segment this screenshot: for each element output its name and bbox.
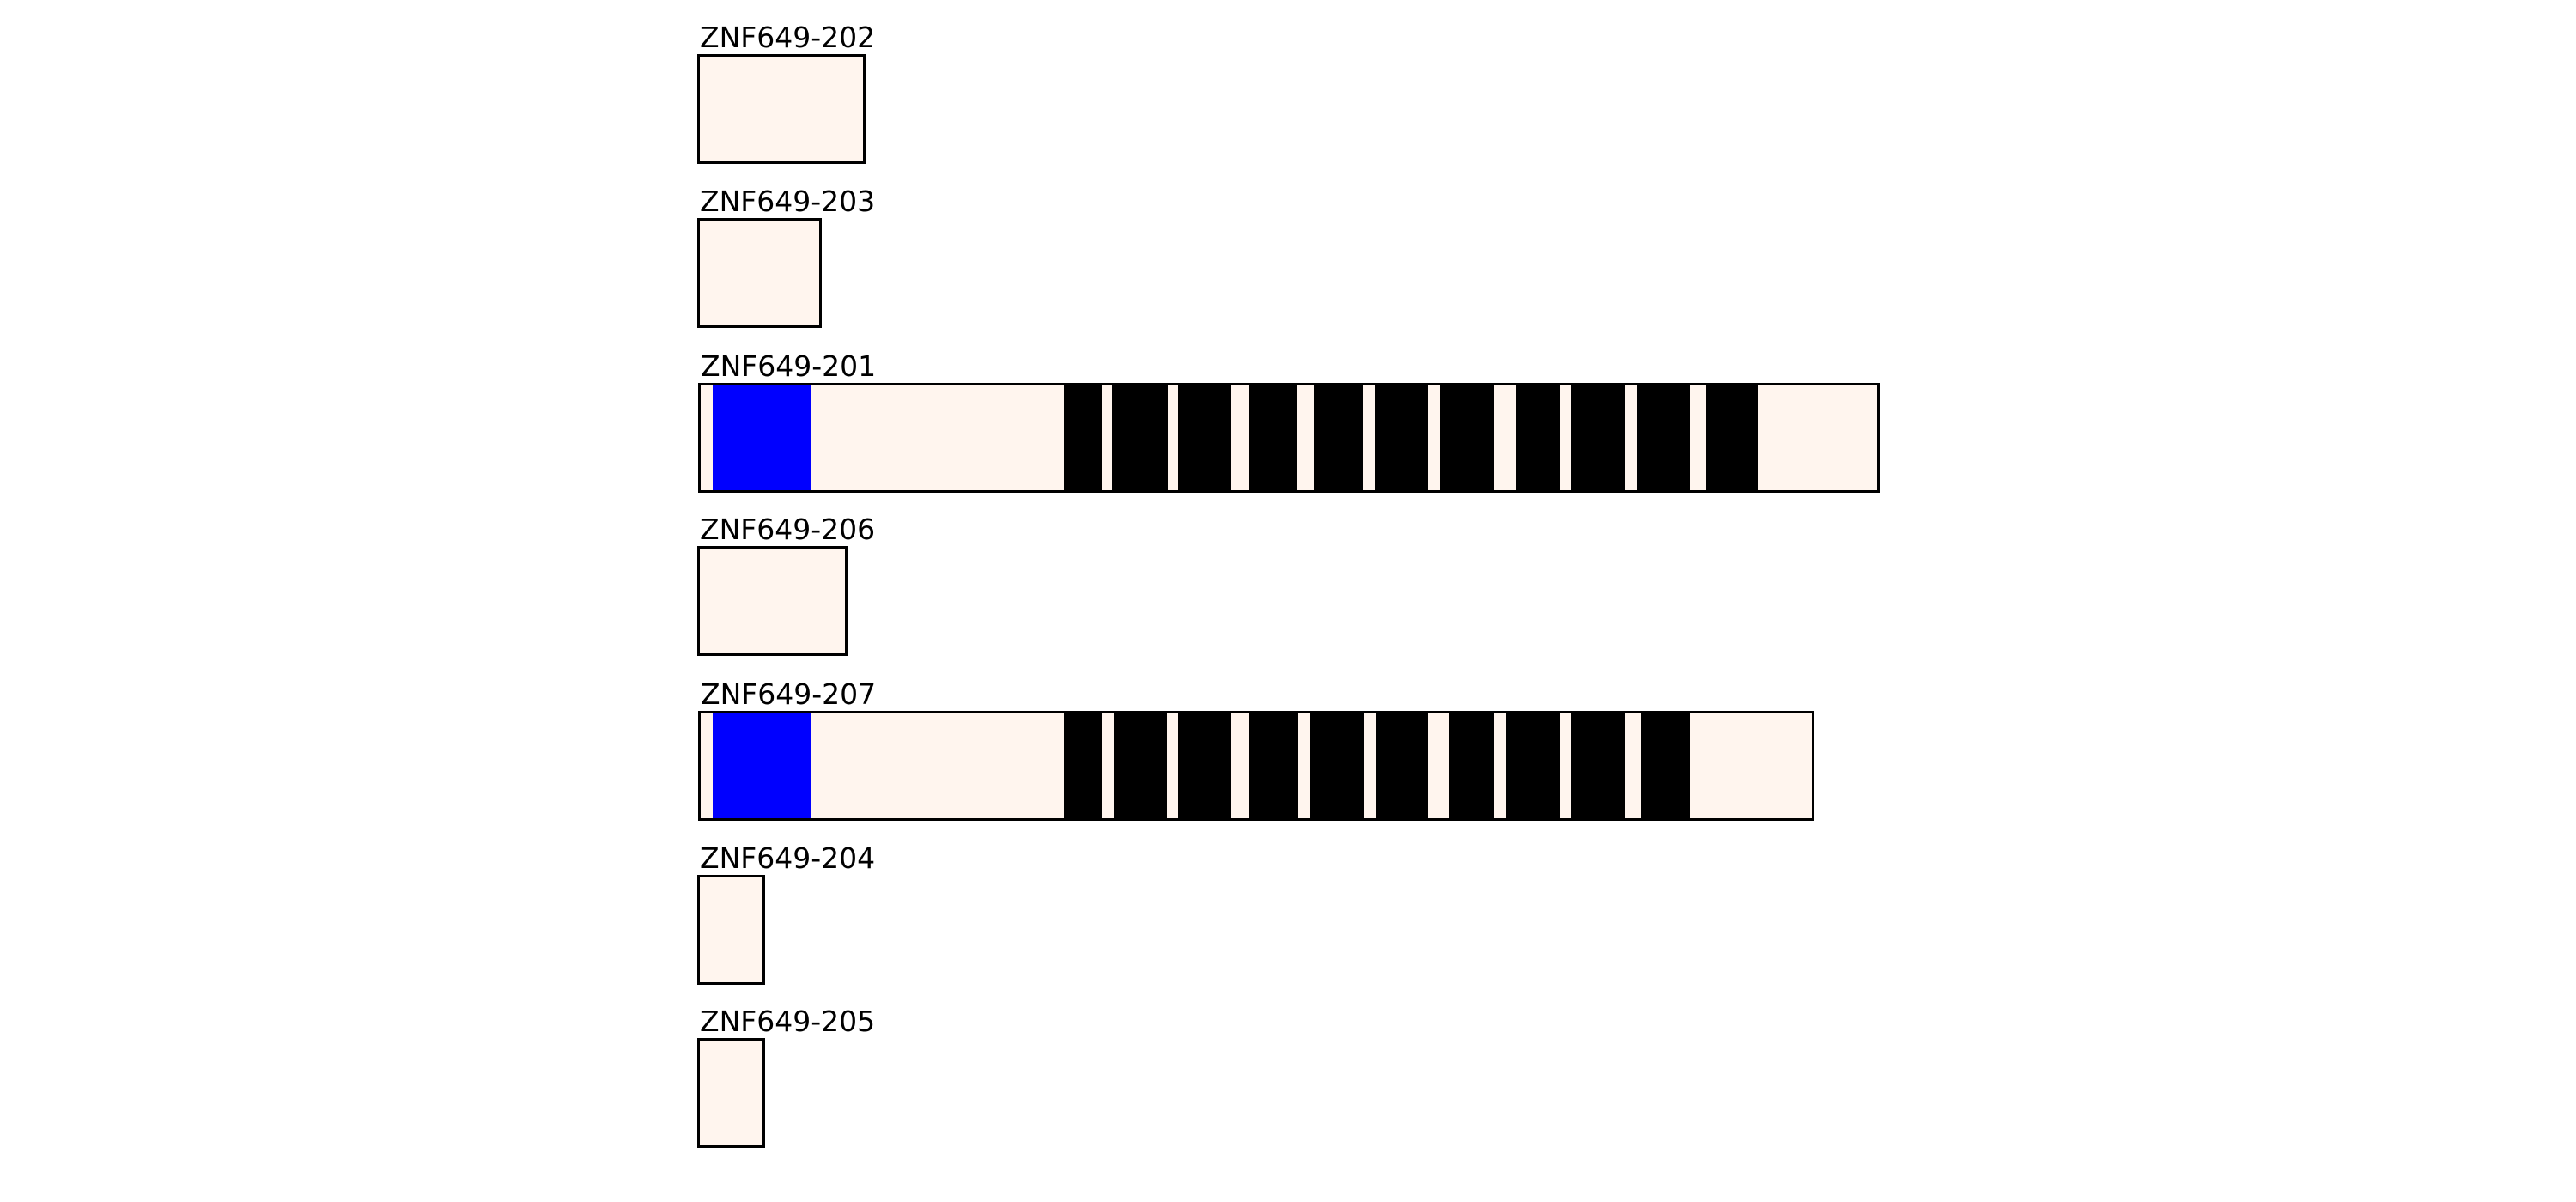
transcript-label: ZNF649-204 [700,841,876,875]
black-domain [1064,385,1102,490]
black-domain [1571,385,1625,490]
transcript-label: ZNF649-205 [700,1005,876,1038]
black-domain [1449,713,1494,818]
transcript-bar [698,711,1814,821]
transcript-bar [697,218,822,328]
black-domain [1249,713,1298,818]
black-domain [1375,385,1428,490]
transcript-label: ZNF649-207 [701,677,877,711]
black-domain [1376,713,1428,818]
black-domain [1706,385,1758,490]
black-domain [1249,385,1297,490]
black-domain [1516,385,1560,490]
black-domain [1112,385,1168,490]
blue-domain [713,385,811,490]
transcript-label: ZNF649-206 [700,513,876,546]
transcript-bar [697,546,848,656]
blue-domain [713,713,811,818]
transcript-bar [698,383,1880,493]
transcript-bar [697,875,765,985]
transcript-bar [697,54,866,164]
transcript-label: ZNF649-203 [700,185,876,218]
black-domain [1064,713,1102,818]
black-domain [1178,385,1231,490]
transcript-bar [697,1038,765,1148]
black-domain [1637,385,1690,490]
black-domain [1314,385,1363,490]
black-domain [1571,713,1625,818]
transcript-label: ZNF649-202 [700,21,876,54]
black-domain [1310,713,1364,818]
black-domain [1114,713,1167,818]
black-domain [1506,713,1560,818]
black-domain [1641,713,1690,818]
black-domain [1178,713,1231,818]
black-domain [1440,385,1494,490]
transcript-label: ZNF649-201 [701,349,877,383]
